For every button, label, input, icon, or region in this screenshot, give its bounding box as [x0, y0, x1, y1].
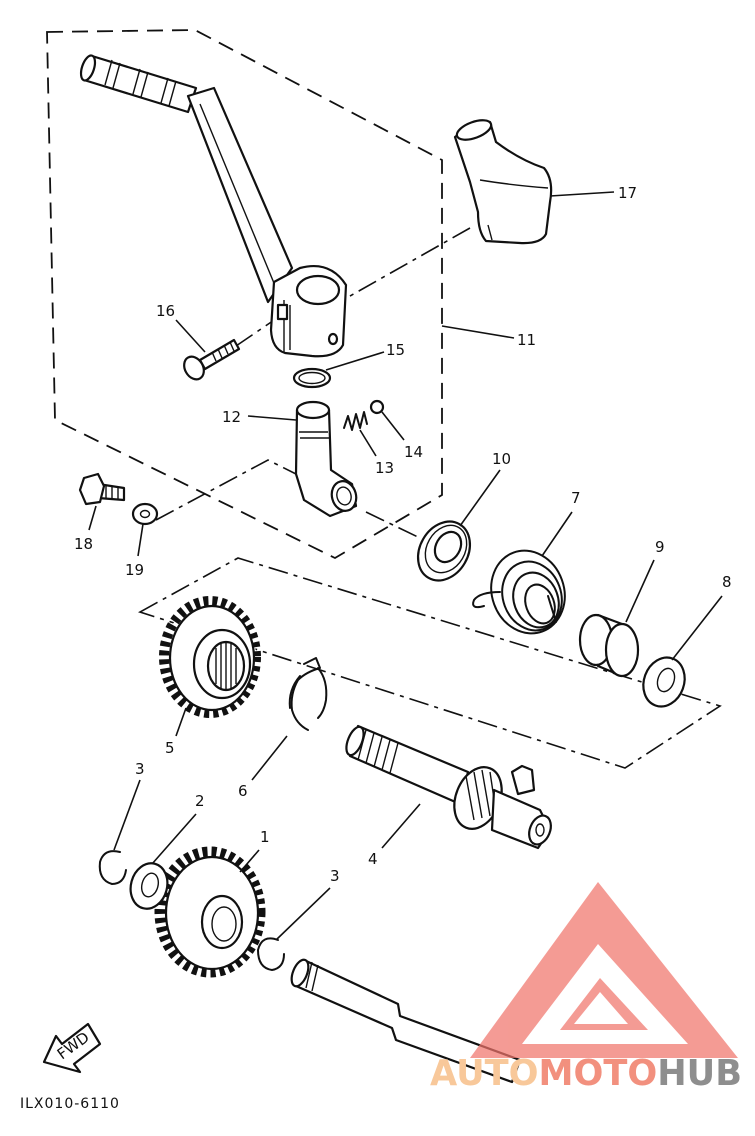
part-14-ball [369, 399, 385, 415]
part-8-washer [642, 656, 686, 708]
alignment-line-19 [155, 459, 297, 521]
callout-label-3-right: 3 [330, 867, 340, 885]
callout-label-2: 2 [195, 792, 205, 810]
part-19-washer [131, 502, 159, 526]
callout-label-19: 19 [125, 561, 144, 579]
watermark-text: AUTOMOTOHUB [430, 1053, 742, 1094]
callout-label-5: 5 [165, 739, 175, 757]
callout-label-4: 4 [368, 850, 378, 868]
diagram-code: ILX010-6110 [20, 1096, 120, 1112]
part-16-bolt [183, 338, 241, 381]
callout-label-10: 10 [492, 450, 511, 468]
part-3-circlip-left [98, 850, 127, 885]
part-9-bushing [578, 613, 640, 678]
kick-crank [79, 54, 348, 358]
automotohub-logo-icon [470, 882, 738, 1058]
callout-label-14: 14 [404, 443, 423, 461]
watermark-moto: MOTO [539, 1053, 658, 1094]
callout-label-18: 18 [74, 535, 93, 553]
callout-label-3-left: 3 [135, 760, 145, 778]
part-18-bolt [78, 472, 126, 506]
part-1-kick-idle-gear [154, 846, 266, 978]
alignment-line-10 [365, 511, 421, 539]
part-7-torsion-spring [472, 549, 566, 635]
part-2-washer [129, 862, 169, 910]
gear-assembly-outline [137, 557, 722, 769]
part-15-o-ring [292, 367, 332, 389]
callout-label-15: 15 [386, 341, 405, 359]
alignment-line-17 [342, 227, 471, 301]
kick-shaft-lower [290, 958, 522, 1084]
leader-lines [88, 191, 723, 941]
part-4-kick-axle [345, 724, 552, 850]
part-6-snap-clip [288, 657, 328, 731]
callout-label-11: 11 [517, 331, 536, 349]
part-10-oil-seal [416, 520, 472, 582]
callout-label-1: 1 [260, 828, 270, 846]
part-13-spring [343, 411, 368, 431]
callout-label-6: 6 [238, 782, 248, 800]
callout-label-8: 8 [722, 573, 732, 591]
watermark-hub: HUB [657, 1053, 742, 1094]
callout-label-17: 17 [618, 184, 637, 202]
part-3-circlip-right [257, 937, 285, 971]
callout-label-7: 7 [571, 489, 581, 507]
watermark-auto: AUTO [430, 1053, 539, 1094]
fwd-arrow-icon: FWD [42, 1022, 102, 1074]
callout-label-12: 12 [222, 408, 241, 426]
callout-label-16: 16 [156, 302, 175, 320]
part-5-ratchet-gear [159, 596, 261, 718]
kick-crank-assembly-outline [46, 29, 443, 560]
callout-label-13: 13 [375, 459, 394, 477]
callout-label-9: 9 [655, 538, 665, 556]
part-17-crank-boss-cover [453, 119, 553, 245]
part-12-crank-shaft [294, 400, 358, 518]
